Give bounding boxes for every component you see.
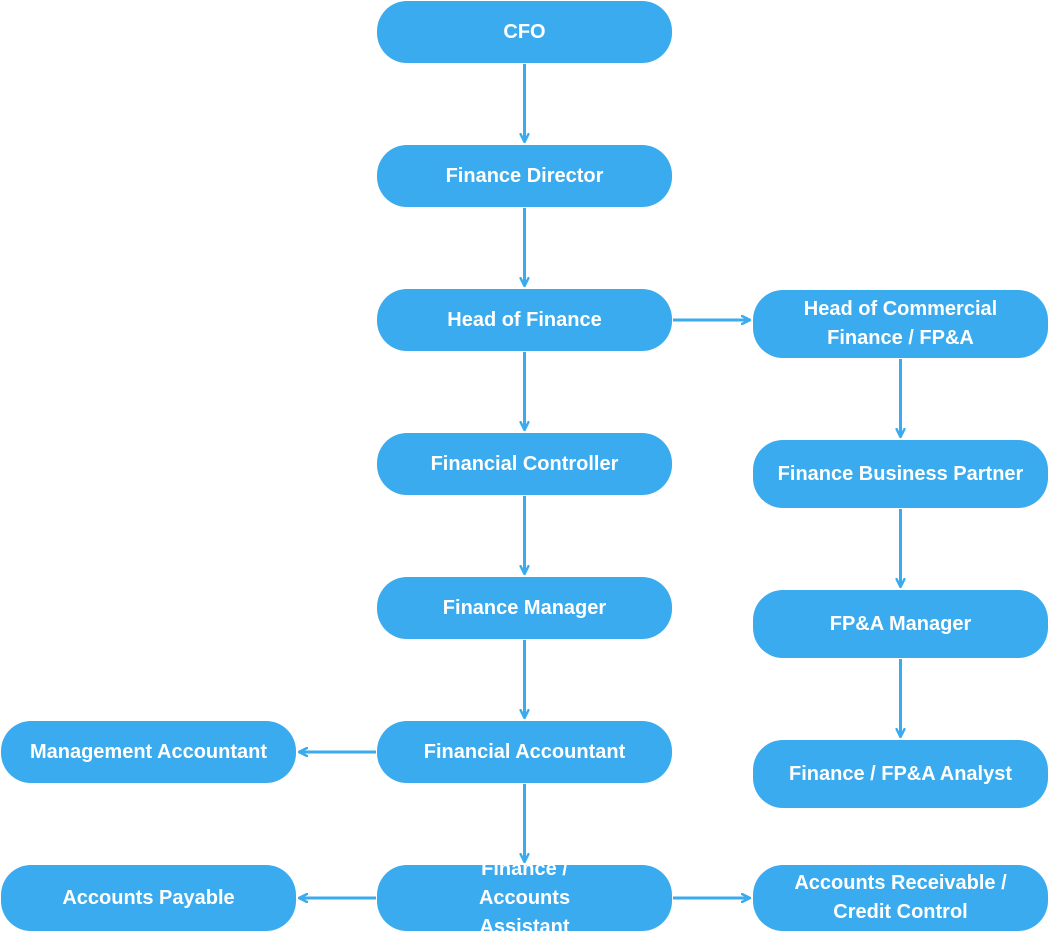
node-label: Financial Accountant [423, 740, 626, 763]
node-label: Finance / Accounts Assistant [478, 857, 571, 938]
node-financial-controller: Financial Controller [377, 433, 672, 495]
node-label: Finance Manager [442, 596, 607, 619]
node-finance-fpa-analyst: Finance / FP&A Analyst [753, 740, 1048, 808]
node-accounts-receivable: Accounts Receivable / Credit Control [753, 865, 1048, 931]
node-fpa-manager: FP&A Manager [753, 590, 1048, 658]
node-label: Finance Business Partner [777, 462, 1024, 485]
node-label: Financial Controller [430, 452, 619, 475]
node-finance-manager: Finance Manager [377, 577, 672, 639]
node-head-of-finance: Head of Finance [377, 289, 672, 351]
node-label: CFO [503, 20, 546, 43]
node-finance-accounts-assistant: Finance / Accounts Assistant [377, 858, 672, 938]
node-financial-accountant: Financial Accountant [377, 721, 672, 783]
node-label: Accounts Receivable / Credit Control [794, 872, 1007, 923]
node-cfo: CFO [377, 1, 672, 63]
node-label: FP&A Manager [829, 612, 972, 635]
node-label: Finance Director [445, 164, 604, 187]
node-head-of-commercial-finance: Head of Commercial Finance / FP&A [753, 290, 1048, 358]
node-label: Finance / FP&A Analyst [788, 762, 1012, 785]
node-finance-business-partner: Finance Business Partner [753, 440, 1048, 508]
node-label: Management Accountant [29, 740, 268, 763]
node-finance-director: Finance Director [377, 145, 672, 207]
node-management-accountant: Management Accountant [1, 721, 296, 783]
node-label: Accounts Payable [62, 886, 235, 909]
node-label: Head of Commercial Finance / FP&A [803, 298, 998, 349]
node-label: Head of Finance [447, 308, 602, 331]
node-accounts-payable: Accounts Payable [1, 865, 296, 931]
